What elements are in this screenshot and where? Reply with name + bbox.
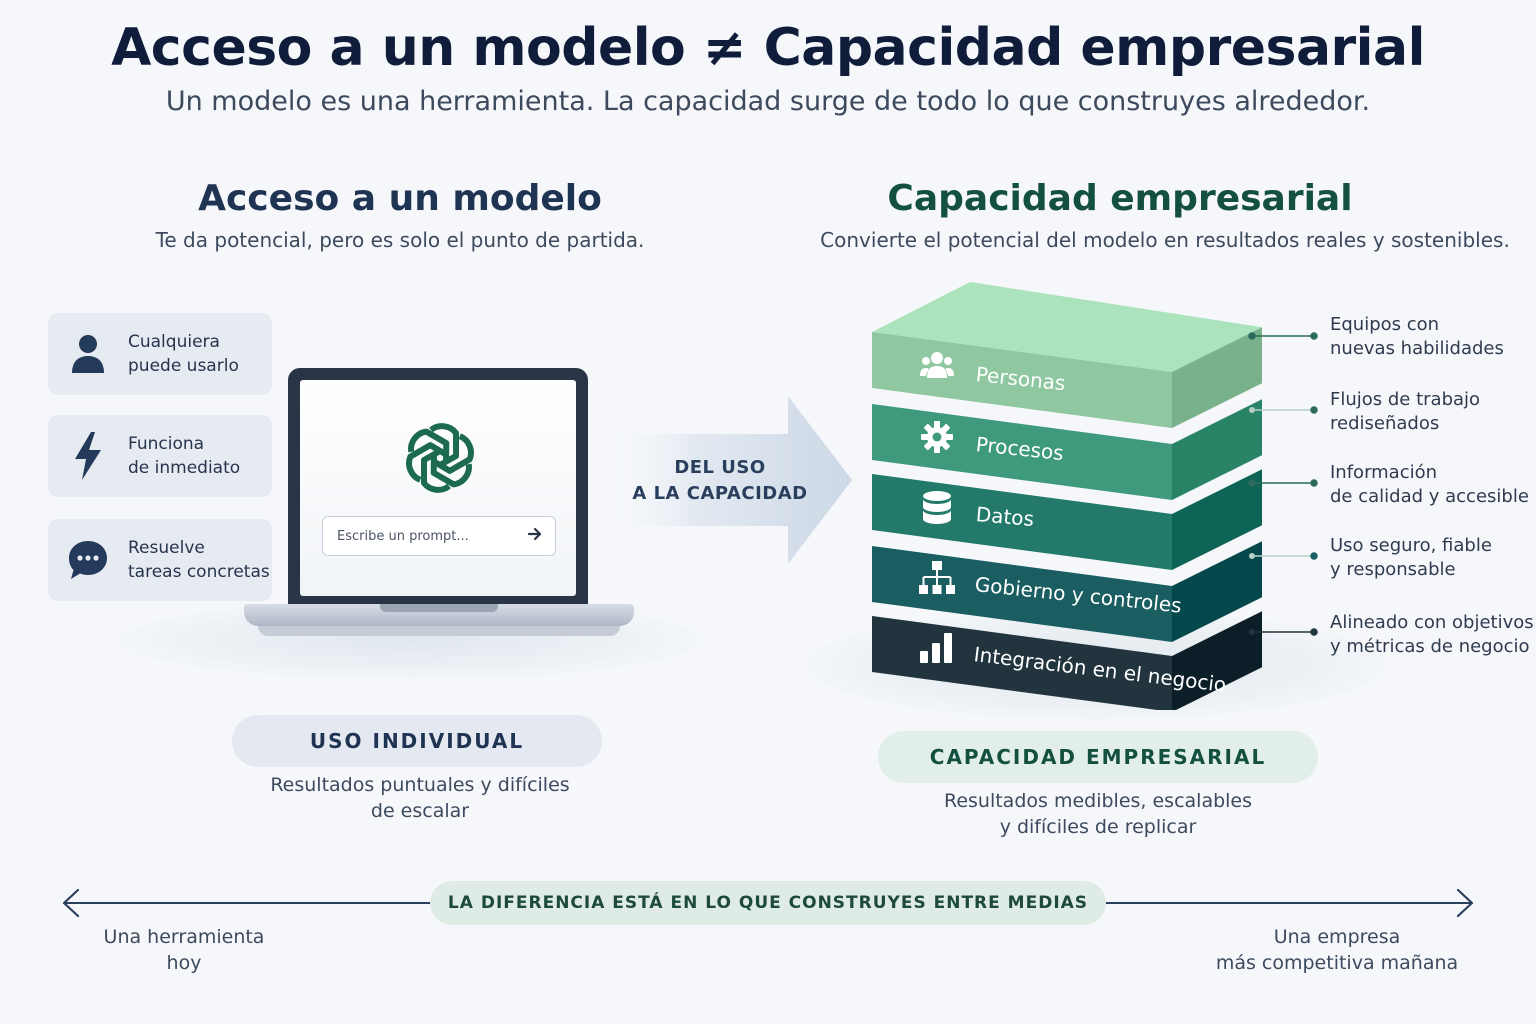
prompt-placeholder: Escribe un prompt... — [337, 528, 469, 544]
people-icon — [920, 350, 954, 384]
difference-banner: LA DIFERENCIA ESTÁ EN LO QUE CONSTRUYES … — [430, 881, 1106, 925]
right-section-subtitle: Convierte el potencial del modelo en res… — [820, 228, 1510, 252]
lightning-icon — [48, 415, 128, 497]
page-subtitle: Un modelo es una herramienta. La capacid… — [165, 86, 1371, 117]
openai-logo-icon — [398, 416, 482, 504]
layer-note-gobierno: Uso seguro, fiable y responsable — [1330, 535, 1492, 580]
person-icon — [48, 313, 128, 395]
left-section-subtitle: Te da potencial, pero es solo el punto d… — [155, 228, 645, 252]
arrow-label: DEL USO A LA CAPACIDAD — [632, 457, 808, 504]
layer-note-procesos: Flujos de trabajo rediseñados — [1330, 389, 1481, 434]
laptop-lip — [258, 626, 620, 636]
individual-use-pill: USO INDIVIDUAL — [232, 715, 602, 767]
database-icon — [922, 491, 952, 529]
bar-chart-icon — [920, 631, 952, 667]
bottom-left-caption: Una herramienta hoy — [103, 926, 265, 974]
bottom-right-caption: Una empresa más competitiva mañana — [1215, 926, 1459, 974]
chat-bubble-icon — [48, 519, 128, 601]
enterprise-capability-pill: CAPACIDAD EMPRESARIAL — [878, 731, 1318, 783]
stack-layer-4 — [872, 541, 1262, 642]
layer-note-personas: Equipos con nuevas habilidades — [1330, 314, 1504, 359]
stack-layer-label: Datos — [974, 502, 1035, 532]
send-arrow-icon[interactable] — [527, 526, 543, 546]
feature-label: Cualquiera puede usarlo — [128, 332, 239, 376]
laptop-notch — [380, 604, 498, 612]
stack-layer-1 — [872, 282, 1262, 428]
hierarchy-icon — [919, 561, 955, 599]
enterprise-capability-description: Resultados medibles, escalables y difíci… — [943, 790, 1253, 838]
feature-card-tasks: Resuelve tareas concretas — [48, 519, 272, 601]
feature-label: Funciona de inmediato — [128, 434, 241, 478]
feature-card-immediate: Funciona de inmediato — [48, 415, 272, 497]
gear-icon — [921, 421, 953, 457]
page-title: Acceso a un modelo ≠ Capacidad empresari… — [111, 18, 1425, 78]
feature-label: Resuelve tareas concretas — [128, 538, 270, 582]
prompt-input[interactable]: Escribe un prompt... — [322, 516, 556, 556]
flow-arrow-icon — [610, 396, 852, 564]
individual-use-description: Resultados puntuales y difíciles de esca… — [270, 774, 570, 822]
left-section-title: Acceso a un modelo — [198, 178, 602, 219]
connector-lines — [1248, 332, 1318, 636]
layer-note-integracion: Alineado con objetivos y métricas de neg… — [1330, 612, 1534, 657]
right-section-title: Capacidad empresarial — [887, 178, 1353, 219]
layer-note-datos: Información de calidad y accesible — [1330, 462, 1529, 507]
feature-card-anyone: Cualquiera puede usarlo — [48, 313, 272, 395]
laptop-base — [244, 604, 634, 626]
